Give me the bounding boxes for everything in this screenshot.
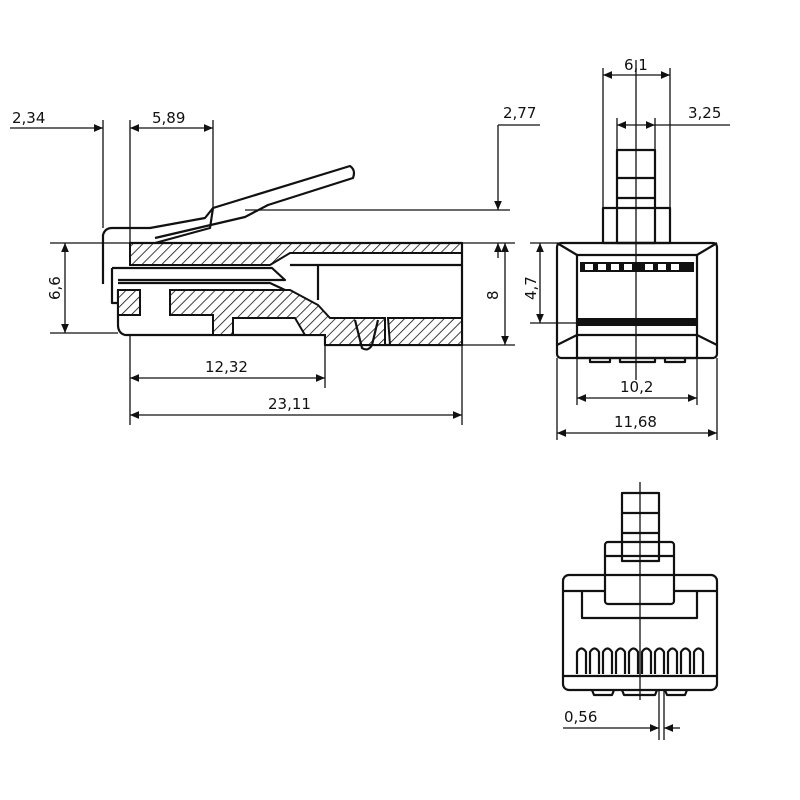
contact-slot: [627, 647, 640, 674]
contact-slot: [679, 647, 692, 674]
contact-slots: [575, 647, 705, 674]
side-view: [101, 164, 464, 351]
contact-slot: [653, 647, 666, 674]
contact-slot: [588, 647, 601, 674]
side-dimensions: 2,34 5,89 2,77 6,6 8 12,32 23,11: [10, 104, 540, 425]
latch-base: [101, 207, 214, 284]
contact-slot: [575, 647, 588, 674]
front-view: [555, 148, 719, 364]
rear-dimensions: 0,56: [563, 690, 680, 740]
dim-latch-offset: 2,34: [12, 109, 45, 127]
dim-tab-width: 6,1: [624, 56, 648, 74]
dim-latch-width: 3,25: [688, 104, 721, 122]
rear-view: [561, 482, 719, 700]
dim-contact-length: 12,32: [205, 358, 248, 376]
latch-arm: [154, 164, 356, 245]
dim-side-height-front: 6,6: [46, 276, 64, 300]
dim-latch-height: 2,77: [503, 104, 536, 122]
dim-inner-width: 10,2: [620, 378, 653, 396]
contact-slot: [692, 647, 705, 674]
contact-slot: [640, 647, 653, 674]
top-wall: [129, 242, 463, 266]
dim-side-height-total: 8: [484, 290, 502, 300]
dim-overall-length: 23,11: [268, 395, 311, 413]
contact-slot: [614, 647, 627, 674]
dim-latch-length: 5,89: [152, 109, 185, 127]
contact-slot: [601, 647, 614, 674]
bottom-wall: [117, 289, 141, 316]
dim-cavity-height: 4,7: [522, 276, 540, 300]
front-dimensions: 6,1 3,25 4,7 10,2 11,68: [522, 56, 730, 440]
contact-slot: [666, 647, 679, 674]
dim-contact-width: 0,56: [564, 708, 597, 726]
dim-overall-width: 11,68: [614, 413, 657, 431]
